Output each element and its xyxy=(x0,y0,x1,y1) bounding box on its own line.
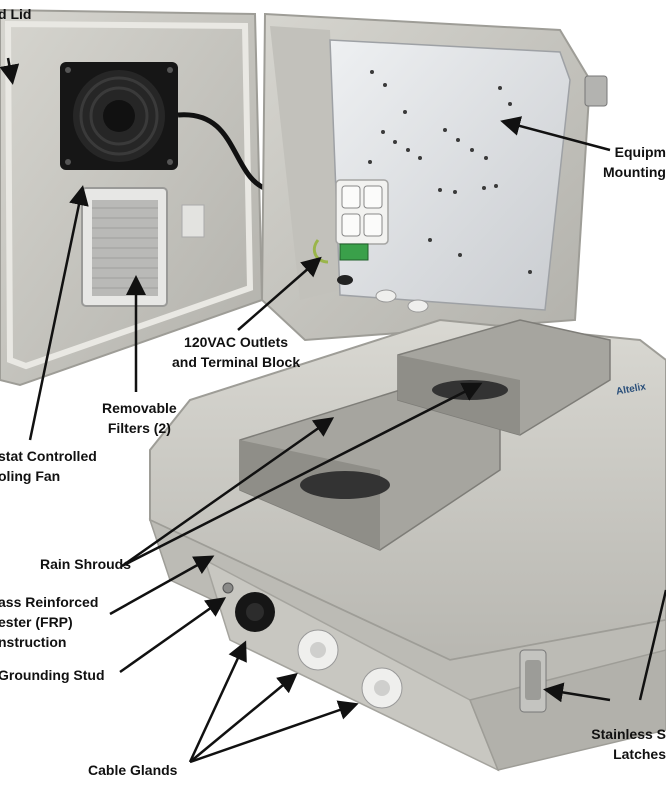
callout-frp: ass Reinforced ester (FRP) nstruction xyxy=(0,592,98,652)
outlets xyxy=(335,179,389,245)
callout-rain-shrouds: Rain Shrouds xyxy=(40,554,131,574)
removable-filter xyxy=(81,187,168,307)
callout-latches-line-1: Stainless S xyxy=(591,726,666,742)
callout-mounting-plate: Equipm Mounting xyxy=(603,142,666,182)
callout-outlets-line-1: 120VAC Outlets xyxy=(184,334,289,350)
callout-frp-line-3: nstruction xyxy=(0,634,67,650)
callout-frp-line-1: ass Reinforced xyxy=(0,594,99,610)
callout-lid: d Lid xyxy=(0,4,31,24)
cable-glands xyxy=(235,592,403,709)
callout-filters: Removable Filters (2) xyxy=(102,398,177,438)
callout-outlets-line-2: and Terminal Block xyxy=(172,354,301,370)
rear-enclosure xyxy=(260,12,608,342)
open-lid xyxy=(0,8,325,387)
callout-latches-line-2: Latches xyxy=(613,746,666,762)
callout-arrows xyxy=(0,57,666,764)
rain-shroud-1 xyxy=(239,389,501,551)
callout-fan-line-2: oling Fan xyxy=(0,468,61,484)
callout-filters-line-1: Removable xyxy=(102,400,177,416)
callout-grounding-stud: Grounding Stud xyxy=(0,665,105,685)
callout-mounting-line-2: Mounting xyxy=(603,164,666,180)
cooling-fan xyxy=(60,62,178,170)
callout-frp-line-2: ester (FRP) xyxy=(0,614,73,630)
callout-cable-glands: Cable Glands xyxy=(88,760,177,780)
grounding-stud xyxy=(222,582,234,594)
callout-latches: Stainless S Latches xyxy=(591,724,666,764)
callout-mounting-line-1: Equipm xyxy=(614,144,666,160)
stainless-latch xyxy=(519,649,547,713)
callout-fan: stat Controlled oling Fan xyxy=(0,446,97,486)
callout-fan-line-1: stat Controlled xyxy=(0,448,97,464)
callout-cable-glands-text: Cable Glands xyxy=(88,762,178,778)
callout-filters-line-2: Filters (2) xyxy=(107,420,171,436)
terminal-block xyxy=(339,243,369,261)
mounting-plate xyxy=(329,39,571,311)
callout-rain-shrouds-text: Rain Shrouds xyxy=(40,556,132,572)
callout-outlets: 120VAC Outlets and Terminal Block xyxy=(172,332,300,372)
closed-enclosure xyxy=(148,318,666,772)
callout-grounding-stud-text: Grounding Stud xyxy=(0,667,105,683)
callout-lid-text: d Lid xyxy=(0,6,32,22)
